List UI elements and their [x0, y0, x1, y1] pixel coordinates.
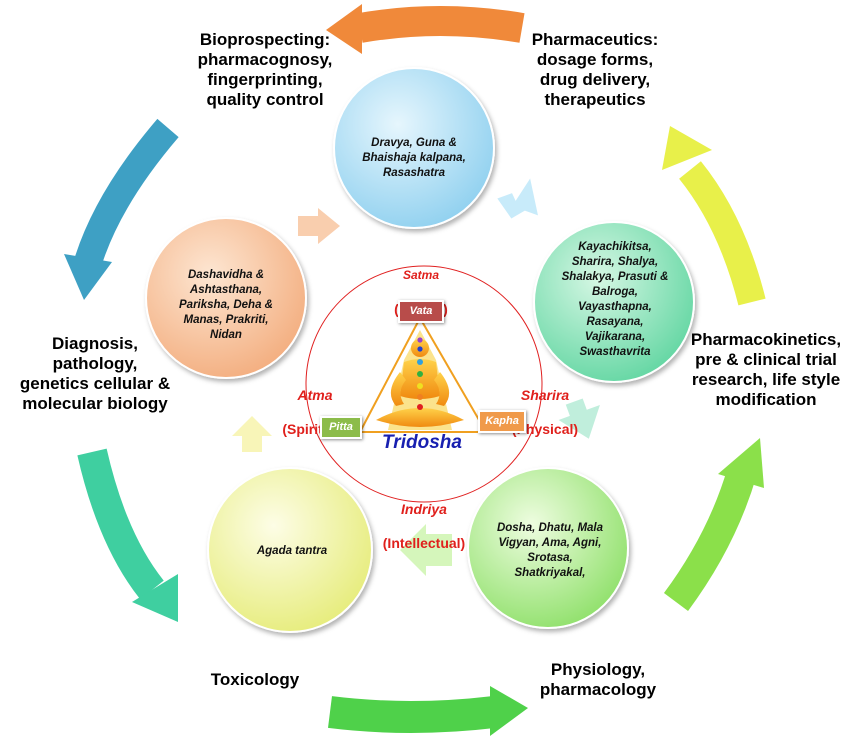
circle-lower-left-text: Agada tantra	[256, 545, 328, 557]
indriya-text: Indriya	[401, 501, 447, 517]
chakra-icon	[417, 337, 423, 410]
inner-arrow-bottom	[400, 524, 452, 576]
circle-lower-left	[207, 467, 373, 633]
label-toxicology: Toxicology	[210, 670, 300, 689]
outer-arrow-teal	[77, 448, 178, 622]
circle-lower-right-text: Dosha, Dhatu, Mala Vigyan, Ama, Agni, Sr…	[496, 522, 604, 579]
label-diagnosis: Diagnosis, pathology, genetics cellular …	[19, 334, 171, 413]
circle-top	[333, 67, 495, 229]
meditating-figure-icon	[358, 315, 488, 433]
label-pharmacokinetics: Pharmacokinetics, pre & clinical trial r…	[690, 330, 842, 409]
inner-arrow-left	[232, 416, 272, 452]
tridosha-title: Tridosha	[382, 432, 462, 453]
kapha-tag: Kapha	[478, 410, 526, 433]
indriya-label: Indriya (Intellectual)	[366, 484, 482, 569]
circle-upper-left	[145, 217, 307, 379]
intellectual-text: (Intellectual)	[382, 535, 466, 551]
circle-upper-right	[533, 221, 695, 383]
outer-arrow-orange	[326, 4, 525, 54]
circle-upper-right-text: Kayachikitsa, Sharira, Shalya, Shalakya,…	[561, 241, 669, 358]
atma-label: Atma (Spiritual)	[270, 370, 360, 455]
outer-arrow-yellow	[662, 126, 766, 306]
circle-lower-right	[467, 467, 629, 629]
satma-text: Satma	[402, 268, 440, 282]
outer-arrow-blue	[64, 118, 179, 300]
vata-tag: Vata	[398, 300, 444, 323]
label-physiology: Physiology, pharmacology	[539, 660, 657, 699]
pitta-tag: Pitta	[320, 416, 362, 439]
circle-upper-left-text: Dashavidha & Ashtasthana, Pariksha, Deha…	[179, 269, 273, 341]
inner-arrow-topright	[497, 178, 538, 219]
center-ring	[305, 265, 543, 503]
sharira-text: Sharira	[520, 387, 570, 403]
inner-arrow-topleft	[298, 208, 340, 244]
outer-arrow-lime	[663, 438, 764, 611]
inner-arrow-right	[558, 398, 600, 439]
outer-arrow-green	[328, 686, 528, 736]
physical-text: (Physical)	[511, 421, 579, 437]
atma-text: Atma	[297, 387, 333, 403]
label-bioprospecting: Bioprospecting: pharmacognosy, fingerpri…	[197, 30, 333, 109]
sharira-label: Sharira (Physical)	[500, 370, 590, 455]
circle-top-text: Dravya, Guna & Bhaishaja kalpana, Rasash…	[362, 137, 466, 179]
label-pharmaceutics: Pharmaceutics: dosage forms, drug delive…	[531, 30, 659, 109]
